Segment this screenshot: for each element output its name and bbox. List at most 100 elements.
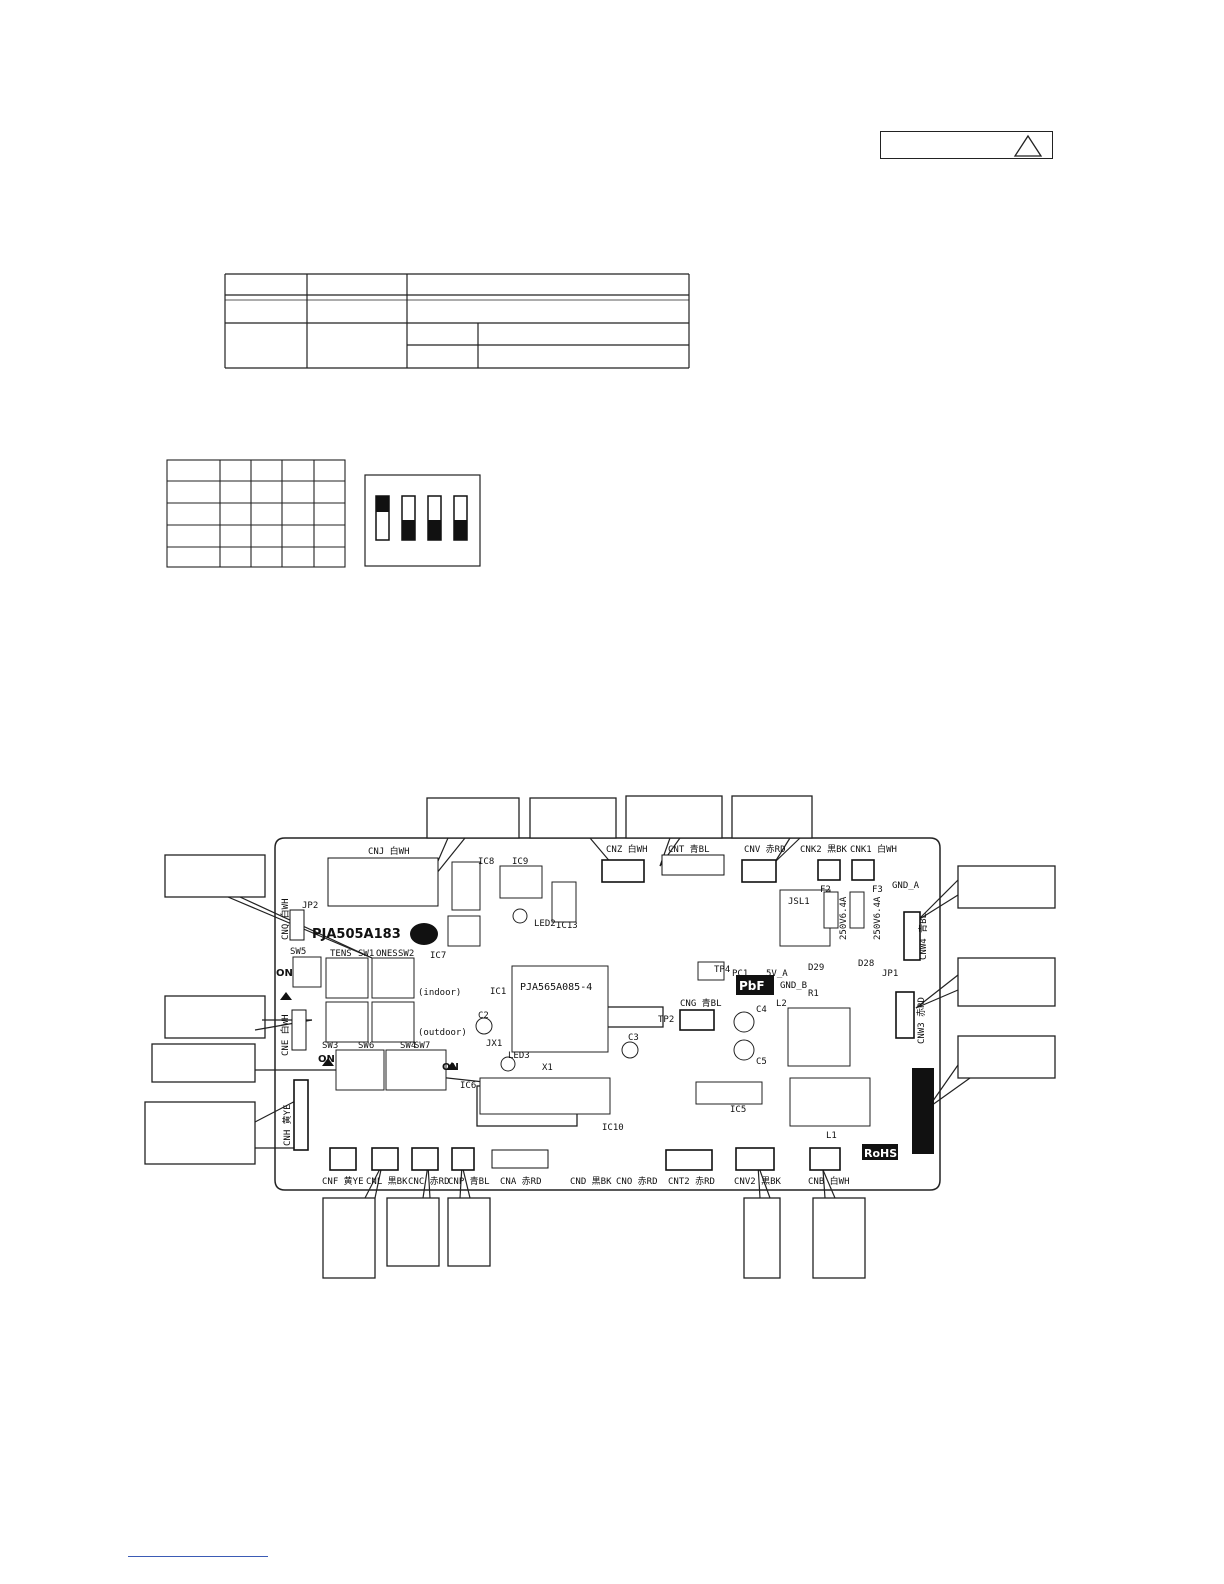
ic8-label: IC8 [478,857,494,867]
on-arrow-icon [280,992,292,1000]
ic13 [551,881,577,923]
gnd-b-label: GND_B [780,981,807,991]
spec-table [224,273,690,369]
black-strip [912,1068,934,1154]
callout-top-4 [731,795,813,839]
warning-triangle-icon [1013,134,1043,157]
l1-label: L1 [826,1131,837,1141]
dip-switch-3 [427,495,442,541]
ic6 [479,1077,611,1115]
cnv-label: CNV 赤RD [744,844,786,855]
cnk1-label: CNK1 白WH [850,843,897,855]
x1-label: X1 [542,1063,553,1073]
cne-label: CNE 白WH [279,1014,291,1056]
jp1-label: JP1 [882,969,898,979]
r1-label: R1 [808,989,819,999]
callout-right-2 [957,957,1056,1007]
transformer-l1 [789,1077,871,1127]
sw5-switch [292,956,322,988]
tp2-label: TP2 [658,1015,674,1025]
cnw4-label: CNW4 青BL [917,913,929,960]
sw2-switch [371,957,415,999]
callout-bottom-3 [447,1197,491,1267]
callout-bottom-2 [386,1197,440,1267]
cnq-connector [289,909,305,941]
callout-left-2 [164,995,266,1039]
callout-right-1 [957,865,1056,909]
dip-switch-1 [375,495,390,541]
cng-connector [679,1009,715,1031]
cnb-label: CNB 白WH [808,1175,850,1187]
cnq-label: CNQ 白WH [279,898,291,940]
transformer-l2 [787,1007,851,1067]
dip-switch-2 [401,495,416,541]
on-label-3: ON [442,1062,459,1073]
cnt2-label: CNT2 赤RD [668,1176,715,1187]
ic13-label: IC13 [556,921,578,931]
cnb-connector [809,1147,841,1171]
fuse-rating-f3: 250V6.4A [873,896,883,940]
tp4-label: TP4 [714,965,730,975]
cnk1-connector [851,859,875,881]
pc1-optocoupler [697,961,725,981]
cnp-label: CNP 青BL [448,1175,490,1187]
tens-label: TENS [330,949,352,959]
callout-top-3 [625,795,723,839]
jsl1-block [779,889,831,947]
cnk2-label: CNK2 黒BK [800,844,848,855]
sw4-label: SW4 [400,1041,416,1051]
cnf-label: CNF 黄YE [322,1175,364,1187]
switch-setting-table [166,459,346,568]
sw4-switch [371,1001,415,1043]
jsl1-label: JSL1 [788,897,810,907]
cnj-connector [327,857,439,907]
on-arrow-icon [322,1058,334,1066]
callout-bottom-4 [743,1197,781,1279]
l2-label: L2 [776,999,787,1009]
cnt-label: CNT 青BL [668,843,710,855]
cnz-label: CNZ 白WH [606,843,648,855]
f2-label: F2 [820,885,831,895]
marker-oval [410,923,438,945]
sw1-switch [325,957,369,999]
sw3-label: SW3 [322,1041,338,1051]
cnw3-connector [895,991,915,1039]
cnw3-label: CNW3 赤RD [916,997,927,1044]
on-label: ON [276,968,293,979]
cng-label: CNG 青BL [680,997,722,1009]
on-label-2: ON [318,1054,335,1065]
jx1-label: JX1 [486,1039,502,1049]
c5-label: C5 [756,1057,767,1067]
ic8 [451,861,481,911]
cna-label: CNA 赤RD [500,1176,542,1187]
part-number: PJA505A183 [312,927,401,942]
footer-rule [128,1556,268,1557]
callout-top-2 [529,797,617,839]
sw3-switch [325,1001,369,1043]
mcu-label: PJA565A085-4 [520,982,592,993]
cnh-connector [293,1079,309,1151]
cnc-label: CNC 赤RD [408,1176,450,1187]
cnl-connector [371,1147,399,1171]
d28-label: D28 [858,959,874,969]
sw2-label: SW2 [398,949,414,959]
ic1-mcu [511,965,609,1053]
rohs-mark: RoHS [864,1147,897,1160]
cnv2-connector [735,1147,775,1171]
fuse-f2 [823,891,839,929]
cne-connector [291,1009,307,1051]
sw7-label: SW7 [414,1041,430,1051]
c2-label: C2 [478,1011,489,1021]
ic5-label: IC5 [730,1105,746,1115]
cnf-connector [329,1147,357,1171]
sw6-label: SW6 [358,1041,374,1051]
sv-a-label: 5V_A [766,969,788,979]
warning-box [880,131,1053,159]
capacitor-c2 [475,1017,493,1035]
cnj-label: CNJ 白WH [368,845,410,857]
jp2-label: JP2 [302,901,318,911]
led3-label: LED3 [508,1051,530,1061]
cnh-label: CNH 黄YE [281,1104,293,1146]
dip-switch-diagram [364,474,481,567]
sw1-label: SW1 [358,949,374,959]
